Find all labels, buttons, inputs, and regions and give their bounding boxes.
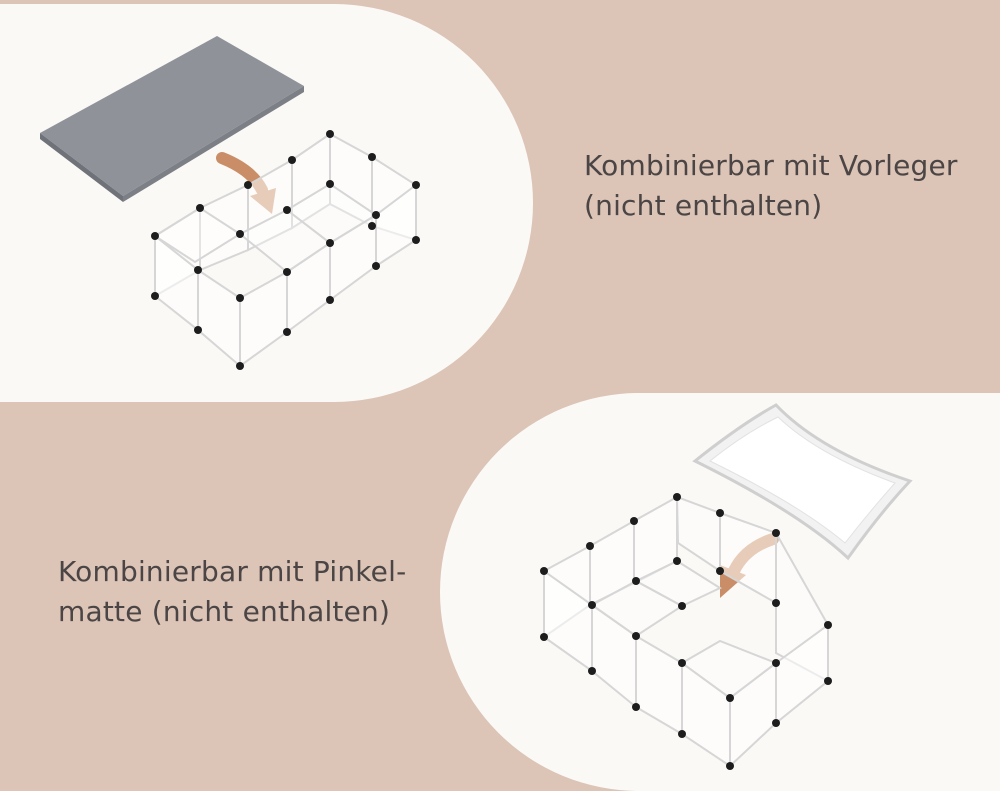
cage-connectors <box>151 130 420 370</box>
caption-pee-pad: Kombinierbar mit Pinkel- matte (nicht en… <box>58 555 407 628</box>
pee-pad-image <box>692 403 913 561</box>
cage-connectors <box>540 493 832 770</box>
caption-rug: Kombinierbar mit Vorleger (nicht enthalt… <box>584 149 958 222</box>
rug-and-cage-illustration <box>40 36 420 370</box>
cage-image <box>543 495 829 769</box>
pad-and-cage-illustration <box>540 403 913 770</box>
cage-image <box>153 132 417 369</box>
gray-rug-image <box>40 36 304 202</box>
